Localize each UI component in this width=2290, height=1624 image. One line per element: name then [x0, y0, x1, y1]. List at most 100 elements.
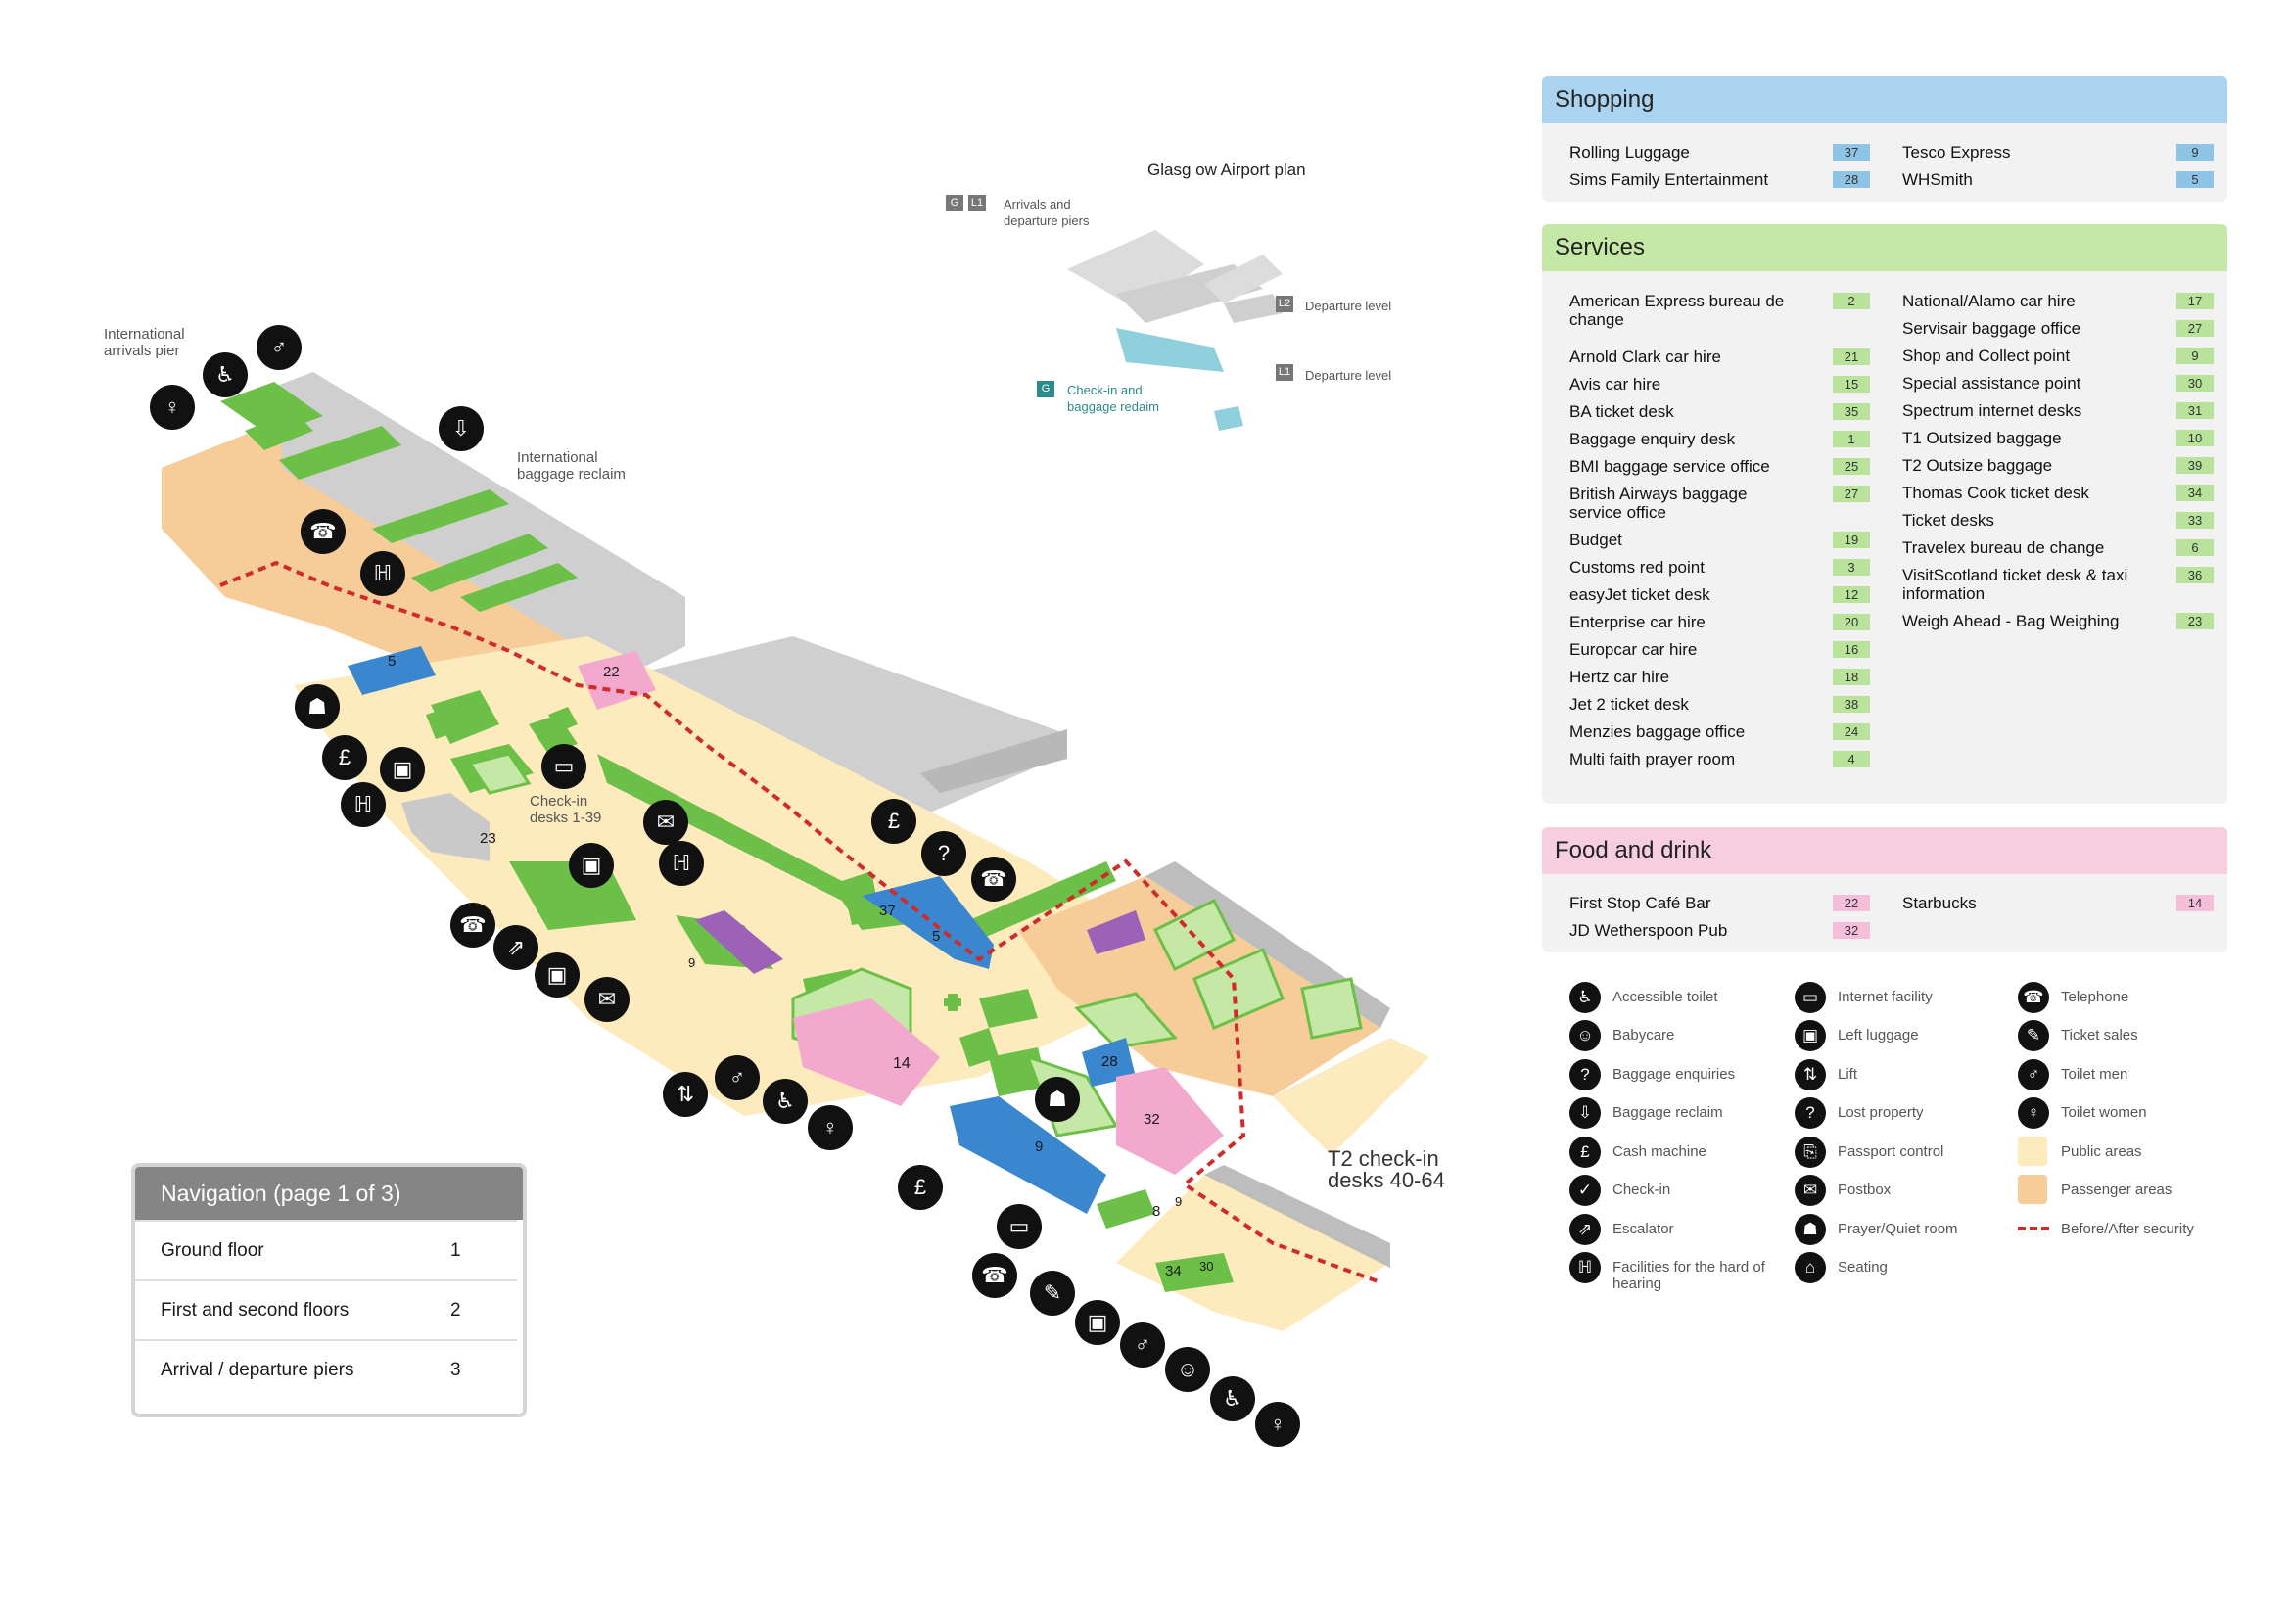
unit-5-west: [348, 646, 436, 695]
central-roof-edge: [920, 729, 1067, 793]
unit-number: 32: [1144, 1111, 1160, 1128]
services-item-name: BA ticket desk: [1569, 402, 1674, 421]
unit-number: 28: [1101, 1053, 1118, 1070]
hearing-icon: ℍ: [659, 841, 704, 886]
internet-icon: ▭: [997, 1204, 1042, 1249]
services-item-name: VisitScotland ticket desk & taxi informa…: [1902, 566, 2128, 603]
inset-plan: [1067, 230, 1283, 431]
inset-arrivals-label: Arrivals and departure piers: [1004, 197, 1090, 228]
unit-number: 34: [1165, 1263, 1182, 1279]
services-panel: Services American Express bureau de chan…: [1542, 224, 2227, 804]
level-badge-g: G: [946, 195, 963, 211]
security-line: [219, 560, 1381, 1284]
toilet-women-icon: ♀: [150, 385, 195, 430]
seating-icon: ☗: [1035, 1077, 1080, 1122]
green-block-reclaim-4: [460, 563, 578, 612]
legend-label: Seating: [1838, 1259, 1888, 1276]
green-cross-bar: [944, 998, 961, 1006]
inset-l2-label: Departure level: [1305, 299, 1392, 313]
hearing-icon: ℍ: [1569, 1252, 1601, 1283]
shopping-item-name: Rolling Luggage: [1569, 143, 1690, 162]
services-item-number: 24: [1833, 723, 1870, 740]
legend-label: Postbox: [1838, 1182, 1892, 1198]
nav-item-page: 2: [450, 1300, 461, 1321]
shopping-item-name: Sims Family Entertainment: [1569, 170, 1769, 189]
purple-unit-west: [695, 910, 783, 974]
services-item-name: American Express bureau de change: [1569, 292, 1785, 329]
label-int-baggage-reclaim: International baggage reclaim: [517, 449, 626, 483]
nav-item-ground-floor[interactable]: Ground floor 1: [135, 1220, 517, 1280]
level-badge-l2: L2: [1276, 296, 1293, 312]
unit-number: 37: [879, 903, 896, 919]
accessible-toilet-icon: ♿: [1210, 1376, 1255, 1421]
plan-title: Glasg ow Airport plan: [1147, 161, 1306, 179]
nav-item-piers[interactable]: Arrival / departure piers 3: [135, 1339, 517, 1400]
escalator-icon: ⇗: [493, 925, 538, 970]
cash-machine-icon: £: [1569, 1137, 1601, 1168]
legend-label: Check-in: [1612, 1182, 1671, 1198]
accessible-toilet-icon: ♿: [1569, 982, 1601, 1013]
passenger-area-swatch: [2018, 1175, 2047, 1204]
services-item-name: Avis car hire: [1569, 375, 1661, 394]
food-item-name: Starbucks: [1902, 894, 1977, 912]
shopping-header: Shopping: [1542, 76, 2227, 123]
light-green-pod-6: [1074, 992, 1178, 1049]
services-item-number: 39: [2176, 457, 2214, 474]
ticket-sales-icon: ✎: [2018, 1020, 2049, 1051]
unit-number: 8: [1152, 1203, 1161, 1220]
food-header: Food and drink: [1542, 827, 2227, 874]
babycare-icon: ☺: [1569, 1020, 1601, 1051]
t2-wall-grey: [1204, 1165, 1390, 1268]
shopping-item-number: 5: [2176, 171, 2214, 188]
services-item-name: Jet 2 ticket desk: [1569, 695, 1689, 714]
lift-icon: ⇅: [1795, 1059, 1826, 1090]
nav-item-first-second-floors[interactable]: First and second floors 2: [135, 1279, 517, 1340]
navigation-box: Navigation (page 1 of 3) Ground floor 1 …: [131, 1163, 527, 1417]
nav-item-label: Arrival / departure piers: [161, 1360, 354, 1380]
services-item-number: 4: [1833, 751, 1870, 767]
navigation-title: Navigation (page 1 of 3): [135, 1167, 523, 1220]
legend-label: Passenger areas: [2061, 1182, 2173, 1198]
unit-28: [1082, 1038, 1136, 1087]
services-item-number: 33: [2176, 512, 2214, 529]
cash-machine-icon: £: [322, 735, 367, 780]
services-item-number: 25: [1833, 458, 1870, 475]
services-item-name: BMI baggage service office: [1569, 457, 1770, 476]
telephone-icon: ☎: [301, 509, 346, 554]
postbox-icon: ✉: [643, 800, 688, 845]
legend-label: Baggage enquiries: [1612, 1066, 1736, 1083]
legend-label: Internet facility: [1838, 989, 1933, 1005]
services-item-name: Multi faith prayer room: [1569, 750, 1736, 768]
nav-item-page: 1: [450, 1240, 461, 1261]
toilet-women-icon: ♀: [808, 1105, 853, 1150]
label-checkin-1-39: Check-in desks 1-39: [530, 793, 602, 826]
unit-number: 14: [893, 1055, 911, 1072]
legend-label: Passport control: [1838, 1143, 1944, 1160]
hearing-icon: ℍ: [360, 551, 405, 596]
passport-control-icon: ⎘: [1795, 1137, 1826, 1168]
telephone-icon: ☎: [2018, 982, 2049, 1013]
green-block-14: [979, 989, 1038, 1028]
services-item-name: Customs red point: [1569, 558, 1705, 577]
baggage-reclaim-icon: ⇩: [1569, 1097, 1601, 1129]
label-t2-checkin: T2 check-in desks 40-64: [1328, 1146, 1445, 1192]
postbox-icon: ✉: [1795, 1175, 1826, 1206]
services-item-number: 27: [1833, 486, 1870, 502]
services-item-number: 20: [1833, 614, 1870, 630]
west-checkin-grey: [401, 793, 490, 861]
services-item-name: British Airways baggage service office: [1569, 485, 1748, 522]
unit-number: 9: [688, 955, 696, 970]
services-item-number: 31: [2176, 402, 2214, 419]
green-block-17: [1097, 1189, 1155, 1229]
ticket-sales-icon: ✎: [1030, 1271, 1075, 1316]
services-item-name: T1 Outsized baggage: [1902, 429, 2062, 447]
prayer-room-icon: ☗: [1795, 1214, 1826, 1245]
legend-label: Lost property: [1838, 1104, 1924, 1121]
internet-icon: ▭: [1795, 982, 1826, 1013]
green-block-6: [431, 690, 499, 744]
legend-label: Escalator: [1612, 1221, 1674, 1237]
services-item-name: Menzies baggage office: [1569, 722, 1746, 741]
airport-map: Glasg ow Airport plan G L1 Arrivals and …: [104, 161, 1445, 1447]
